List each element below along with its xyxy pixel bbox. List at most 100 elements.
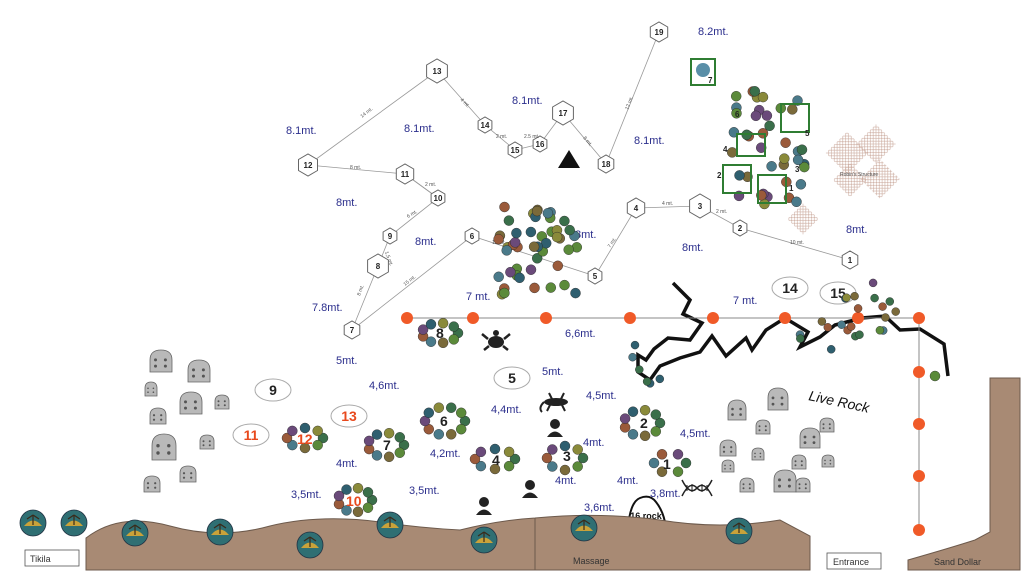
svg-text:6: 6 [470, 232, 475, 241]
svg-text:17: 17 [559, 109, 568, 118]
coral [655, 374, 664, 384]
hex-marker: 11 [395, 163, 415, 185]
coral [635, 365, 644, 374]
coral [627, 406, 639, 417]
diver-icon [547, 419, 563, 437]
coral [870, 293, 879, 303]
coral [493, 233, 504, 245]
coral [525, 226, 537, 238]
marker-13: 13 [341, 408, 357, 424]
coral [547, 461, 558, 472]
coral [446, 402, 457, 413]
coral [383, 451, 395, 462]
segment-label: 14 mt. [360, 106, 375, 119]
rock-dome-icon [727, 399, 747, 421]
depth-label: 4mt. [617, 475, 638, 487]
rock-dome-icon [199, 434, 215, 450]
palm-island-icon [19, 509, 47, 537]
box-number: 4 [723, 145, 728, 154]
coral [312, 425, 323, 437]
coral [750, 110, 762, 122]
structure-label: Robin's Structure [840, 172, 878, 178]
shore-labels: Tikila Massage Entrance Sand Dollar [24, 549, 981, 570]
coral [437, 318, 449, 329]
depth-label: 6,6mt. [565, 328, 596, 340]
coral [885, 297, 894, 306]
shore-icons [19, 509, 753, 559]
coral [541, 452, 553, 464]
coral [510, 237, 521, 248]
coral [570, 287, 581, 299]
depth-label: 7 mt. [733, 295, 757, 307]
segment-label: 12 mt. [624, 96, 635, 111]
box-7-number: 7 [708, 76, 713, 85]
coral [795, 179, 807, 190]
rock-dome-icon [773, 469, 797, 493]
box-number: 6 [735, 110, 740, 119]
coral [827, 345, 836, 354]
hex-marker: 19 [649, 21, 669, 43]
coral [287, 425, 298, 437]
hex-marker: 13 [426, 58, 448, 84]
rope-dot [913, 524, 925, 536]
svg-text:9: 9 [388, 232, 393, 241]
coral [559, 279, 570, 291]
group-3: 3 [563, 448, 571, 464]
coral [362, 502, 374, 513]
coral [572, 461, 583, 472]
svg-text:5: 5 [593, 272, 598, 281]
coral [448, 334, 459, 345]
robins-structure: Robin's Structure [825, 124, 900, 199]
depth-label: 8.2mt. [698, 26, 729, 38]
svg-text:10: 10 [434, 194, 443, 203]
rock-dome-icon [179, 391, 203, 415]
depth-label: 5mt. [542, 366, 563, 378]
coral [352, 483, 364, 494]
coral [383, 428, 395, 439]
coral [853, 304, 863, 313]
coral [680, 457, 692, 469]
rock-dome-icon [767, 387, 789, 411]
coral [362, 487, 374, 498]
depth-label: 3,8mt. [650, 488, 681, 500]
depth-label: 8.1mt. [286, 125, 317, 137]
segment-label: 10 mt. [790, 240, 804, 246]
hex-marker: 4 [626, 197, 646, 219]
hex-marker: 17 [552, 100, 574, 126]
coral [509, 453, 521, 465]
coral [577, 452, 589, 464]
grid-patch [787, 203, 819, 235]
coral [511, 227, 522, 239]
coral [878, 302, 887, 311]
coral [731, 108, 742, 119]
triangle-marker [558, 150, 580, 168]
coral [749, 86, 760, 97]
depth-label: 8mt. [336, 197, 357, 209]
depth-label: 8.1mt. [512, 95, 543, 107]
coral [433, 402, 444, 413]
depth-label: 8mt. [575, 229, 596, 241]
green-box-area: 7 6 5 4 3 2 1 [690, 58, 810, 204]
coral [552, 260, 563, 271]
coral [764, 120, 775, 132]
coral [628, 353, 637, 362]
coral [639, 405, 651, 416]
depth-label: 4,2mt. [430, 448, 461, 460]
coral [352, 506, 364, 517]
coral [446, 429, 457, 440]
group-6: 6 [440, 413, 448, 429]
coral [501, 245, 512, 256]
hex-marker: 12 [298, 153, 318, 177]
coral [766, 161, 777, 172]
coral [559, 440, 571, 452]
rock-dome-icon [821, 454, 835, 468]
coral [868, 278, 878, 288]
coral [875, 326, 885, 335]
svg-text:13: 13 [433, 67, 442, 76]
svg-text:4: 4 [634, 204, 639, 213]
hex-marker: 5 [587, 267, 603, 285]
segment-label: 8 mt. [356, 284, 365, 297]
svg-text:3: 3 [698, 202, 703, 211]
